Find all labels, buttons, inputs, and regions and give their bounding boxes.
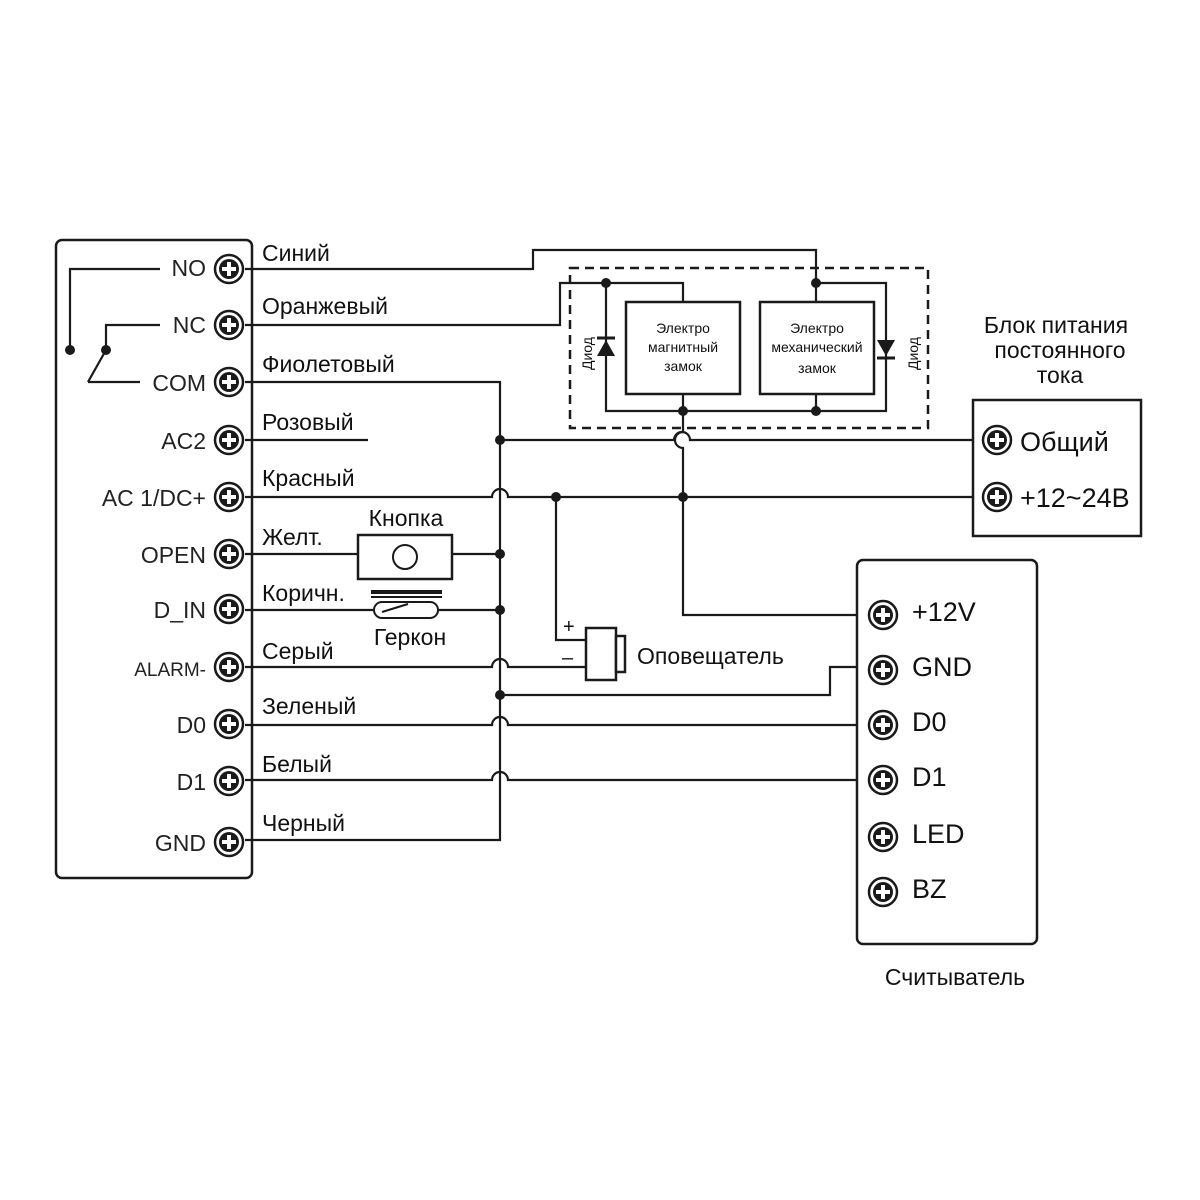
reader-terminal-gnd: GND (912, 652, 972, 682)
reader-box (855, 558, 1039, 946)
reader-terminal-bz: BZ (912, 874, 947, 904)
wire-psu-plus (245, 487, 980, 499)
magnetic-lock-line2: магнитный (648, 339, 718, 355)
wire-label-green: Зеленый (262, 693, 356, 719)
screw-terminal-icon (213, 538, 245, 570)
screw-terminal-icon (213, 481, 245, 513)
screw-terminal-icon (213, 424, 245, 456)
terminal-label-no: NO (172, 255, 207, 281)
screw-terminal-icon (213, 826, 245, 858)
screw-terminal-icon (867, 821, 899, 853)
screw-terminal-icon (213, 593, 245, 625)
reader-terminal-d0: D0 (912, 707, 947, 737)
button-label: Кнопка (369, 505, 444, 531)
mechanical-lock-line2: механический (771, 339, 862, 355)
diode-label-right: Диод (905, 337, 921, 370)
wire-d0 (245, 715, 870, 727)
magnetic-lock-line3: замок (664, 358, 703, 374)
wire-alarm-plus (554, 497, 586, 642)
screw-terminal-icon (981, 424, 1013, 456)
mechanical-lock-line3: замок (798, 360, 837, 376)
diode-label-left: Диод (579, 337, 595, 370)
screw-terminal-icon (867, 764, 899, 796)
reader-terminal-d1: D1 (912, 762, 947, 792)
terminal-label-com: COM (152, 370, 206, 396)
screw-terminal-icon (213, 366, 245, 398)
screw-terminal-icon (867, 599, 899, 631)
wire-d1 (245, 770, 870, 782)
wire-label-orange: Оранжевый (262, 293, 388, 319)
wire-no (245, 248, 818, 283)
power-supply: Блок питания постоянного тока Общий +12~… (971, 312, 1143, 538)
wire-nc (245, 281, 606, 327)
terminal-label-ac2: AC2 (161, 428, 206, 454)
psu-terminal-common: Общий (1020, 427, 1109, 457)
terminal-label-open: OPEN (141, 542, 206, 568)
screw-terminal-icon (981, 481, 1013, 513)
wire-psu-common (500, 430, 980, 442)
mechanical-lock-line1: Электро (790, 320, 844, 336)
reed-switch: Геркон (371, 590, 446, 650)
terminal-label-gnd: GND (155, 830, 206, 856)
alarm-plus-label: + (563, 616, 575, 638)
wire-label-violet: Фиолетовый (262, 351, 395, 377)
screw-terminal-icon (213, 708, 245, 740)
wire-label-black: Черный (262, 810, 345, 836)
screw-terminal-icon (213, 765, 245, 797)
screw-terminal-icon (213, 253, 245, 285)
terminal-label-d-in: D_IN (154, 597, 206, 623)
exit-button: Кнопка (356, 505, 454, 581)
alarm-sounder: + – Оповещатель (562, 616, 784, 682)
screw-terminal-icon (867, 709, 899, 741)
screw-terminal-icon (867, 654, 899, 686)
screw-terminal-icon (213, 309, 245, 341)
psu-title-line1: Блок питания (984, 312, 1128, 338)
screw-terminal-icon (213, 651, 245, 683)
wire-label-red: Красный (262, 465, 355, 491)
wire-label-pink: Розовый (262, 409, 354, 435)
button-circle-icon (392, 544, 418, 570)
wire-label-blue: Синий (262, 240, 330, 266)
terminal-label-d1: D1 (177, 769, 206, 795)
psu-terminal-plus: +12~24В (1020, 483, 1130, 513)
psu-box (971, 398, 1143, 538)
reader-terminal-led: LED (912, 819, 965, 849)
terminal-label-d0: D0 (177, 712, 206, 738)
controller-block: NO NC COM AC2 AC 1/DC+ OPEN D_IN ALARM- … (54, 238, 254, 880)
psu-title-line3: тока (1037, 362, 1084, 388)
wire-color-labels: Синий Оранжевый Фиолетовый Розовый Красн… (262, 240, 395, 836)
screw-terminal-icon (867, 876, 899, 908)
wire-label-gray: Серый (262, 638, 334, 664)
reader-terminal-12v: +12V (912, 597, 976, 627)
reader-title: Считыватель (885, 964, 1025, 990)
alarm-label: Оповещатель (637, 643, 784, 669)
wire-alarm (245, 657, 586, 669)
lock-assembly: Диод Электро магнитный замок Диод Электр… (568, 266, 930, 430)
wire-reader-gnd (500, 665, 870, 697)
terminal-label-nc: NC (173, 312, 206, 338)
controller-body (54, 238, 254, 880)
wire-label-yellow: Желт. (262, 524, 323, 550)
terminal-label-ac1-dc: AC 1/DC+ (102, 485, 206, 511)
alarm-minus-label: – (562, 647, 574, 669)
diode-icon (597, 340, 615, 356)
mechanical-lock-box (758, 300, 876, 396)
reed-switch-icon (373, 601, 439, 619)
relay-contact-symbol (65, 267, 160, 384)
wire-label-white: Белый (262, 751, 332, 777)
magnetic-lock-box (624, 300, 742, 396)
card-reader: +12V GND D0 D1 LED BZ Считыватель (855, 558, 1039, 990)
terminal-label-alarm: ALARM- (134, 660, 206, 681)
wire-reader-12v (673, 411, 870, 617)
diode-icon (877, 340, 895, 356)
reed-switch-label: Геркон (374, 624, 446, 650)
lock-dashed-frame (568, 266, 930, 430)
alarm-body (584, 626, 618, 682)
wire-label-brown: Коричн. (262, 580, 345, 606)
psu-title-line2: постоянного (994, 337, 1125, 363)
magnetic-lock-line1: Электро (656, 320, 710, 336)
